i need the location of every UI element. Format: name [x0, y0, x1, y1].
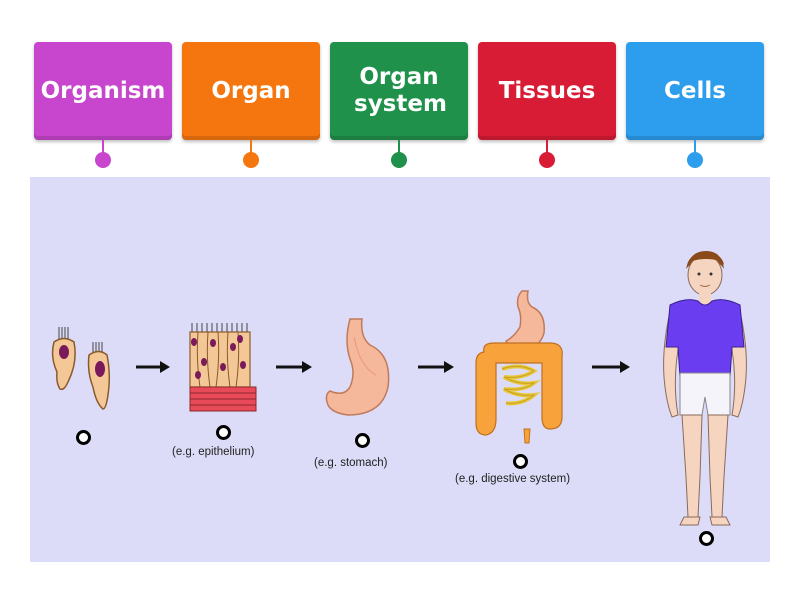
digestive-system-illustration — [475, 290, 563, 444]
drop-target-organ-system[interactable] — [513, 454, 528, 469]
arrow-icon — [592, 361, 630, 373]
drop-target-organ[interactable] — [355, 433, 370, 448]
pin-organism[interactable] — [95, 152, 111, 168]
tile-organ-system[interactable]: Organ system — [330, 42, 468, 140]
drop-target-tissues[interactable] — [216, 425, 231, 440]
arrow-icon — [276, 361, 312, 373]
tile-organism[interactable]: Organism — [34, 42, 172, 140]
tile-tissues-label: Tissues — [498, 77, 596, 104]
pin-stem-organ — [250, 140, 252, 154]
pin-stem-tissues — [546, 140, 548, 154]
stomach-illustration — [325, 318, 390, 416]
arrow-icon — [418, 361, 454, 373]
pin-stem-organism — [102, 140, 104, 154]
tile-tissues[interactable]: Tissues — [478, 42, 616, 140]
caption-epithelium: (e.g. epithelium) — [172, 446, 255, 458]
caption-digestive: (e.g. digestive system) — [455, 473, 571, 485]
pin-organ-system[interactable] — [391, 152, 407, 168]
tile-organism-label: Organism — [40, 77, 166, 104]
tile-organ-label: Organ — [211, 77, 291, 104]
drop-target-cells[interactable] — [76, 430, 91, 445]
tile-cells[interactable]: Cells — [626, 42, 764, 140]
tile-organ-system-label: Organ system — [354, 64, 447, 117]
diagram-panel: (e.g. epithelium) (e.g. stomach) (e.g. d… — [30, 177, 770, 562]
arrow-icon — [136, 361, 170, 373]
caption-stomach: (e.g. stomach) — [314, 457, 388, 469]
pin-stem-cells — [694, 140, 696, 154]
pin-cells[interactable] — [687, 152, 703, 168]
tile-organ[interactable]: Organ — [182, 42, 320, 140]
drop-target-organism[interactable] — [699, 531, 714, 546]
levels-of-organization-diagram — [51, 251, 747, 526]
pin-organ[interactable] — [243, 152, 259, 168]
human-illustration — [663, 251, 747, 526]
tile-cells-label: Cells — [664, 77, 726, 104]
pin-tissues[interactable] — [539, 152, 555, 168]
epithelium-illustration — [189, 323, 257, 412]
cells-illustration — [51, 327, 111, 410]
pin-stem-organ-system — [398, 140, 400, 154]
